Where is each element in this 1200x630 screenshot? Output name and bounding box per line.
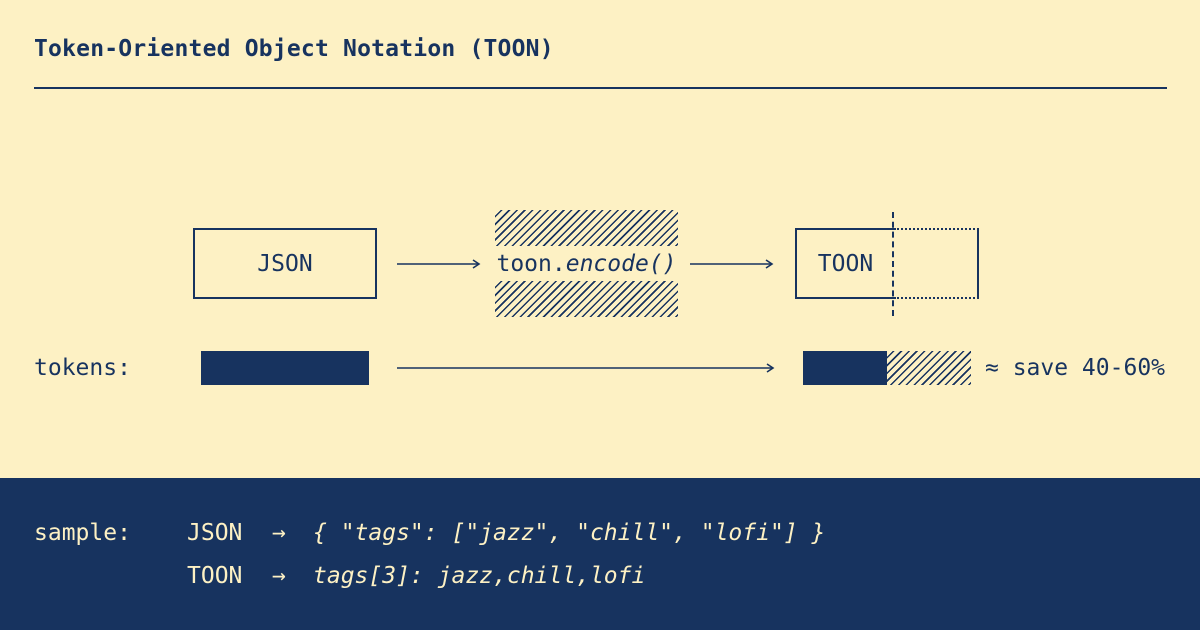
json-node-label: JSON: [257, 250, 313, 277]
sample-toon-code: tags[3]: jazz,chill,lofi: [313, 563, 646, 589]
toon-node-divider: [892, 212, 894, 316]
toon-token-bar: [803, 351, 887, 385]
encoder-method: encode(): [565, 251, 677, 277]
toon-node-label: TOON: [817, 250, 874, 277]
page-title: Token-Oriented Object Notation (TOON): [34, 36, 554, 62]
saved-token-bar: [887, 351, 971, 385]
savings-label: ≈ save 40-60%: [985, 355, 1166, 381]
encoder-object: toon.: [496, 251, 566, 277]
token-arrow: [397, 363, 775, 373]
arrow-json-to-encode: [397, 259, 481, 269]
sample-toon-arrow: →: [272, 563, 286, 589]
json-node: JSON: [193, 228, 377, 299]
sample-toon-format: TOON: [187, 563, 243, 589]
toon-node: TOON: [795, 228, 894, 299]
encoder-hatch-top: [495, 210, 678, 246]
sample-label: sample:: [34, 520, 131, 546]
encoder-hatch-bottom: [495, 281, 678, 317]
sample-json-arrow: →: [272, 520, 286, 546]
title-rule: [34, 87, 1167, 89]
json-token-bar: [201, 351, 369, 385]
sample-json-format: JSON: [187, 520, 243, 546]
toon-node-saved-space: [894, 228, 979, 299]
sample-panel: sample: JSON → { "tags": ["jazz", "chill…: [0, 478, 1200, 630]
encoder-label: toon.encode(): [495, 250, 678, 278]
sample-json-code: { "tags": ["jazz", "chill", "lofi"] }: [313, 520, 826, 546]
tokens-label: tokens:: [34, 355, 131, 381]
arrow-encode-to-toon: [690, 259, 774, 269]
